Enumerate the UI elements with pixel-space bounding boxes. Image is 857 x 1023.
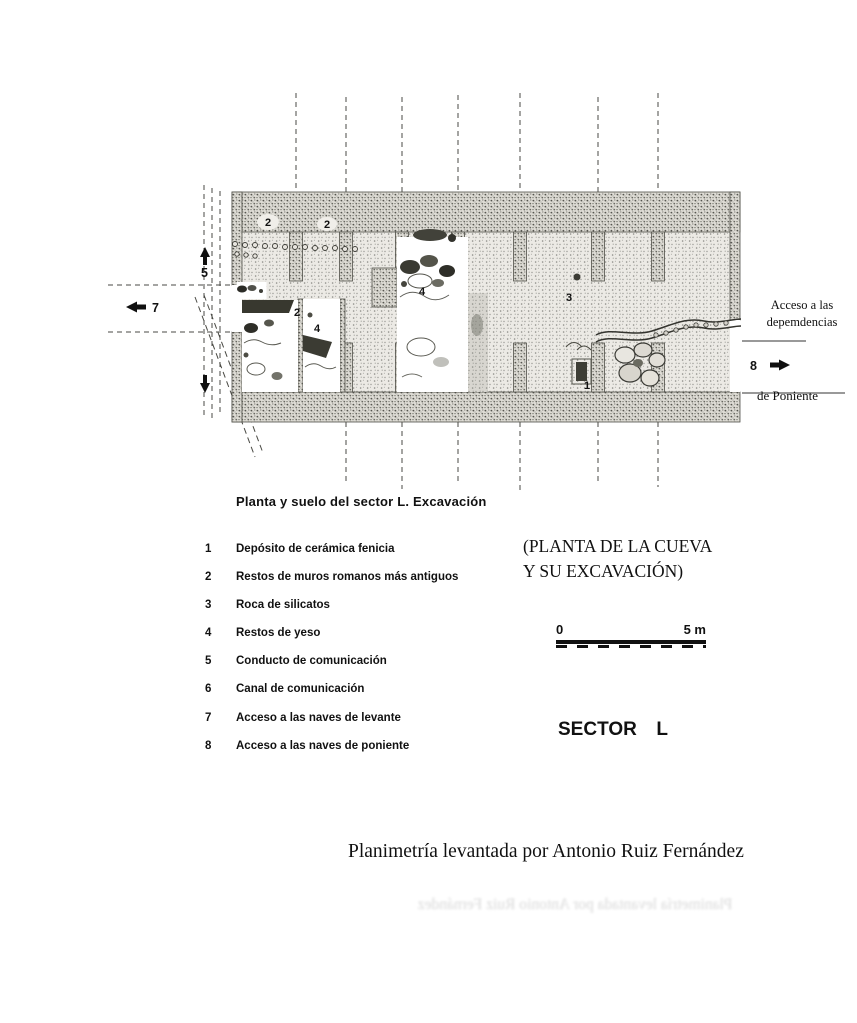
legend-item-number: 5 bbox=[205, 655, 212, 668]
scale-bar-start: 0 bbox=[556, 622, 564, 637]
legend-item-label: Roca de silicatos bbox=[236, 599, 330, 612]
arrow-left-icon bbox=[126, 301, 146, 313]
legend-item-label: Conducto de comunicación bbox=[236, 655, 387, 668]
arrow-right-icon bbox=[770, 359, 790, 371]
legend: 1 Depósito de cerámica fenicia 2 Restos … bbox=[205, 543, 458, 768]
scale-bar-end: 5 m bbox=[683, 622, 706, 637]
legend-item-label: Acceso a las naves de poniente bbox=[236, 739, 410, 752]
legend-item: 2 Restos de muros romanos más antiguos bbox=[205, 571, 458, 599]
legend-item: 3 Roca de silicatos bbox=[205, 599, 458, 627]
plan-label-2-top-left: 2 bbox=[265, 217, 271, 229]
side-title-line2: Y SU EXCAVACIÓN) bbox=[523, 561, 684, 581]
plan-label-3: 3 bbox=[566, 292, 572, 304]
scale-bar-line bbox=[556, 640, 706, 644]
plan-label-2-chamber: 2 bbox=[294, 307, 300, 319]
access-note-line1: Acceso a las bbox=[770, 298, 834, 312]
legend-item-number: 3 bbox=[205, 599, 212, 612]
legend-item: 1 Depósito de cerámica fenicia bbox=[205, 543, 458, 571]
plan-openings bbox=[232, 285, 740, 392]
scale-bar: 0 5 m bbox=[556, 622, 706, 648]
plan-feature-labels: 2 2 2 4 4 3 1 bbox=[265, 217, 590, 392]
plan-label-2-top-mid: 2 bbox=[324, 219, 330, 231]
right-leader-lines bbox=[742, 340, 845, 394]
legend-item-label: Depósito de cerámica fenicia bbox=[236, 543, 395, 555]
legend-item: 6 Canal de comunicación bbox=[205, 683, 458, 711]
legend-item-number: 4 bbox=[205, 627, 212, 640]
legend-item-label: Restos de muros romanos más antiguos bbox=[236, 571, 459, 584]
access-arrows bbox=[126, 247, 790, 393]
legend-item: 5 Conducto de comunicación bbox=[205, 655, 458, 683]
sector-title: SECTOR L bbox=[558, 719, 668, 740]
legend-item-number: 6 bbox=[205, 683, 212, 696]
side-title-line1: (PLANTA DE LA CUEVA bbox=[523, 536, 713, 556]
legend-item-number: 8 bbox=[205, 739, 212, 752]
channel-lines bbox=[595, 318, 742, 343]
scale-bar-labels: 0 5 m bbox=[556, 622, 706, 637]
legend-item-number: 7 bbox=[205, 711, 212, 724]
plan-label-1: 1 bbox=[584, 380, 590, 392]
access-dependencias-note: Acceso a las depemdencias bbox=[753, 297, 851, 330]
side-title: (PLANTA DE LA CUEVA Y SU EXCAVACIÓN) bbox=[523, 534, 712, 584]
arrow-number-7: 7 bbox=[152, 301, 159, 315]
plan-caption: Planta y suelo del sector L. Excavación bbox=[236, 494, 487, 509]
scale-bar-dashes bbox=[556, 645, 706, 648]
legend-item-label: Canal de comunicación bbox=[236, 683, 365, 696]
legend-item: 4 Restos de yeso bbox=[205, 627, 458, 655]
page-showthrough-text: Planimetría levantada por Antonio Ruiz F… bbox=[417, 896, 733, 913]
access-note-line2: depemdencias bbox=[766, 314, 838, 329]
arrow-up-icon bbox=[200, 247, 210, 265]
excavation-plan: 2 2 2 4 4 3 1 7 5 8 bbox=[108, 93, 845, 490]
legend-item: 8 Acceso a las naves de poniente bbox=[205, 740, 458, 768]
credit-line: Planimetría levantada por Antonio Ruiz F… bbox=[348, 841, 744, 862]
legend-item: 7 Acceso a las naves de levante bbox=[205, 712, 458, 740]
legend-item-number: 1 bbox=[205, 543, 212, 555]
arrow-number-8: 8 bbox=[750, 359, 757, 373]
plan-label-4-left: 4 bbox=[314, 323, 321, 335]
plan-label-4-mid: 4 bbox=[419, 286, 426, 298]
access-arrow-numbers: 7 5 8 bbox=[152, 266, 757, 373]
legend-item-label: Restos de yeso bbox=[236, 627, 321, 640]
plan-features bbox=[232, 214, 742, 392]
legend-item-number: 2 bbox=[205, 571, 212, 584]
stone-cluster bbox=[614, 342, 666, 387]
grid-dashed-lines bbox=[108, 93, 659, 490]
arrow-down-icon bbox=[200, 375, 210, 393]
legend-item-label: Acceso a las naves de levante bbox=[236, 711, 401, 724]
arrow-number-5: 5 bbox=[201, 266, 208, 280]
de-poniente-note: de Poniente bbox=[757, 388, 819, 403]
